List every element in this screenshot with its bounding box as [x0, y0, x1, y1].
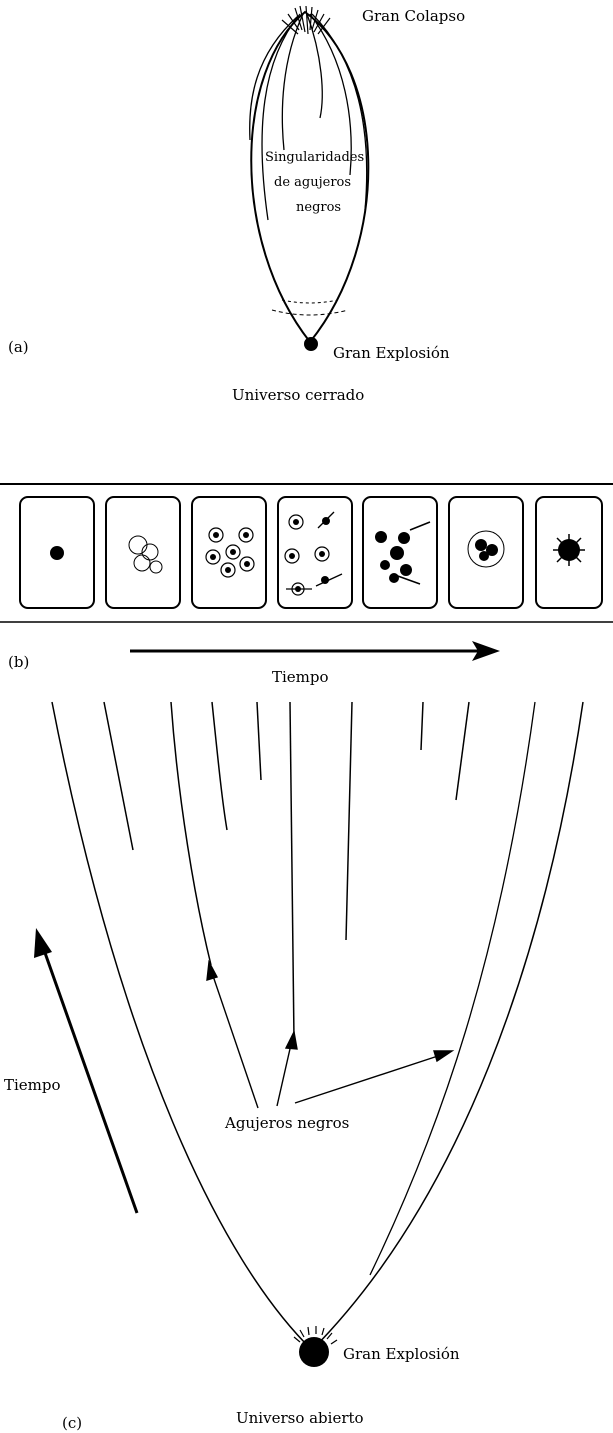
- frame: [191, 496, 267, 609]
- frame-1-dot: [50, 546, 64, 560]
- frame-2-blobs: [128, 535, 163, 574]
- panel-b: (b) Tiempo: [0, 483, 613, 686]
- caption: Universo abierto: [236, 1409, 364, 1427]
- big-bang-dot: [304, 337, 318, 351]
- cross-section-lower: [271, 309, 349, 316]
- top-label: Gran Colapso: [362, 7, 465, 25]
- time-arrow-left-shaft: [42, 949, 139, 1214]
- black-hole-pointers: [206, 959, 455, 1109]
- singularities-line-3: negros: [296, 200, 341, 215]
- inner-curve-right: [369, 701, 536, 1276]
- bottom-label: Gran Explosión: [333, 344, 450, 362]
- time-arrow-left-head: [34, 928, 52, 958]
- panel-b-tag: (b): [8, 653, 29, 671]
- frame-7-mass: [553, 534, 585, 566]
- frame: [105, 496, 181, 609]
- frame: [535, 496, 603, 609]
- frame-3-galaxies: [205, 527, 255, 578]
- singularities-line-2: de agujeros: [274, 175, 351, 190]
- frame: [19, 496, 95, 609]
- caption: Universo cerrado: [232, 386, 364, 404]
- bottom-label: Gran Explosión: [343, 1345, 460, 1363]
- cross-section-lower-2: [281, 299, 339, 304]
- black-hole-tracks: [103, 701, 470, 1041]
- frame: [277, 496, 353, 609]
- frame: [362, 496, 438, 609]
- time-arrow-head: [472, 641, 500, 661]
- big-bang-burst: [293, 1326, 338, 1367]
- panel-a: Gran Colapso Singularidades de agujeros …: [8, 5, 465, 404]
- singularities-line-1: Singularidades: [265, 150, 364, 165]
- open-universe-outline-left: [51, 701, 313, 1351]
- world-lines: [249, 13, 368, 221]
- arrow-label: Tiempo: [272, 668, 329, 686]
- frame-5-clumps: [375, 521, 431, 585]
- frame-4-galaxies: [284, 511, 343, 596]
- frame-6-cluster: [467, 530, 505, 568]
- collapse-cluster: [281, 5, 331, 35]
- open-universe-outline-right: [311, 701, 584, 1351]
- black-holes-label: Agujeros negros: [224, 1114, 349, 1132]
- panel-c: Tiempo Agujeros negros Gran Explosión (c…: [4, 701, 584, 1432]
- frame: [448, 496, 524, 609]
- panel-c-tag: (c): [62, 1414, 82, 1432]
- time-label: Tiempo: [4, 1076, 61, 1094]
- frame-list: [19, 496, 603, 609]
- panel-a-tag: (a): [8, 338, 29, 356]
